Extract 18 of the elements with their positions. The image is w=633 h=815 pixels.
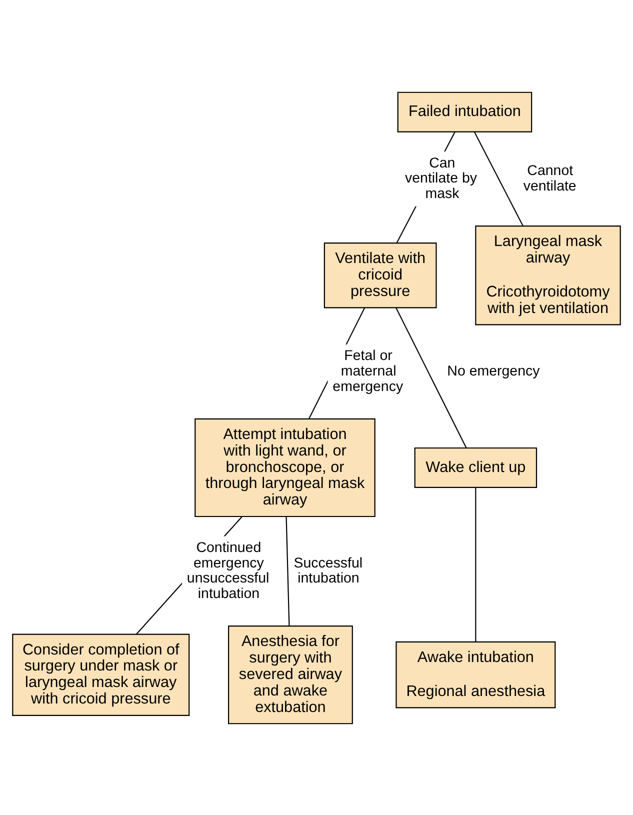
connector [475, 487, 476, 642]
node-box: Anesthesia for surgery with severed airway and awake extubation [228, 625, 353, 724]
node-box: Awake intubation Regional anesthesia [396, 640, 556, 708]
edge-label: Successful intubation [294, 554, 363, 586]
edge-label: Cannot ventilate [523, 162, 576, 194]
node-box: Laryngeal mask airway Cricothyroidotomy with jet ventilation [475, 225, 621, 325]
edge-label: Fetal or maternal emergency [332, 348, 404, 394]
node-box: Ventilate with cricoid pressure [324, 242, 437, 308]
node-box: Failed intubation [397, 91, 532, 132]
connector [286, 516, 290, 626]
node-box: Consider completion of surgery under mask or laryngeal mask airway with cricoid pressure [12, 633, 190, 716]
node-box: Attempt intubation with light wand, or bronchoscope, or through laryngeal mask airway [194, 418, 376, 517]
node-box: Wake client up [414, 446, 538, 488]
edge-label: Can ventilate by mask [404, 154, 478, 202]
connector [474, 131, 524, 226]
edge-label: Continued emergency unsuccessful intubation [186, 540, 270, 602]
edge-label: No emergency [447, 363, 540, 380]
connector [396, 307, 467, 448]
